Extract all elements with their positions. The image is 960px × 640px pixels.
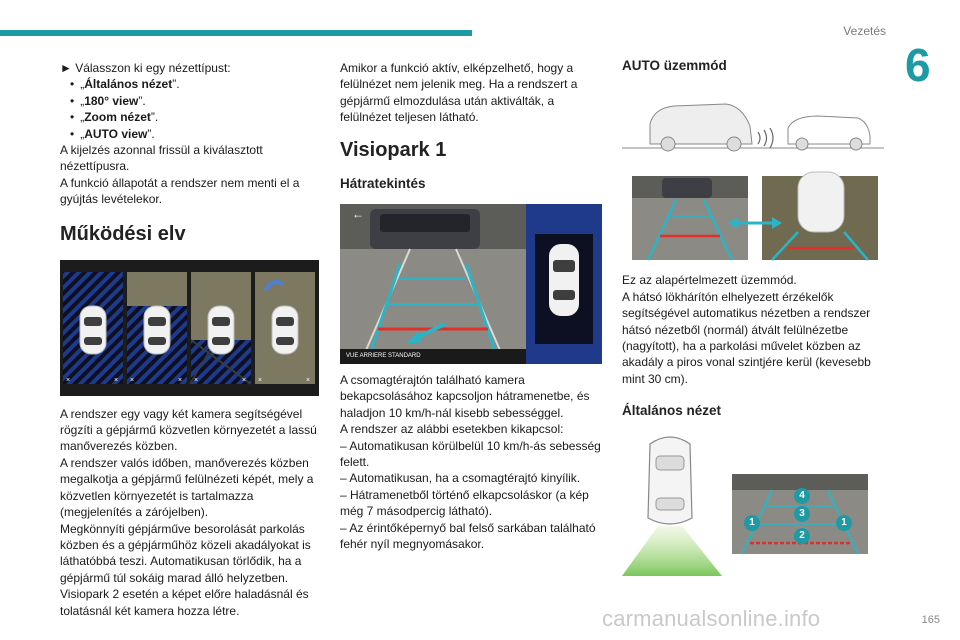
general-view-figure: 1 1 2 3 4 [622,426,884,576]
rear-camera-screen-figure: ← VUE ARRIERE STANDARD [340,204,602,365]
heading-altalanos-nezet: Általános nézet [622,403,722,419]
list-item: – Automatikusan, ha a csomagtérajtó kiny… [340,471,581,486]
marker-2: 2 [794,527,810,544]
chapter-number: 6 [905,39,931,91]
option-item: „Általános nézet”. [60,76,322,92]
auto-mode-figure [622,82,884,262]
header-accent-bar [0,30,472,36]
heading-mukodesi-elv: Működési elv [60,222,186,245]
svg-text:×: × [242,377,246,384]
paragraph: A rendszer valós időben, manőverezés köz… [60,455,314,520]
screen-view-label: VUE ARRIERE STANDARD [346,353,421,360]
paragraph: A hátsó lökhárítón elhelyezett érzékelők… [622,289,871,386]
view-select-intro: ► Válasszon ki egy nézettípust: [60,61,231,75]
svg-text:×: × [194,377,198,384]
heading-visiopark-1: Visiopark 1 [340,138,447,161]
heading-auto-uzemmod: AUTO üzemmód [622,58,727,73]
list-item: – Az érintőképernyő bal felső sarkában t… [340,520,596,552]
marker-1-right: 1 [836,514,852,531]
svg-text:×: × [130,377,134,384]
paragraph: A rendszer az alábbi esetekben kikapcsol… [340,422,564,437]
option-item: „AUTO view”. [60,126,322,142]
svg-text:←: ← [352,207,364,221]
watermark: carmanualsonline.info [602,606,821,631]
svg-text:×: × [178,377,182,384]
column-3: AUTO üzemmód Ez az alapértelmezet [622,58,884,576]
list-item: – Hátramenetből történő elkapcsoláskor (… [340,487,589,519]
svg-text:×: × [114,377,118,384]
page-number: 165 [921,614,940,626]
svg-text:×: × [258,377,262,384]
column-1: ► Válasszon ki egy nézettípust: „Általán… [60,60,322,619]
marker-3: 3 [794,505,810,522]
paragraph: Amikor a funkció aktív, elképzelhető, ho… [340,61,578,125]
paragraph: A funkció állapotát a rendszer nem menti… [60,175,300,207]
topview-sequence-figure: × × × × × × × × [60,259,319,396]
section-title: Vezetés [843,24,886,38]
paragraph: A csomagtérajtón található kamera bekapc… [340,373,590,420]
paragraph: Visiopark 2 esetén a képet előre haladás… [60,587,309,618]
paragraph: Ez az alapértelmezett üzemmód. [622,273,797,288]
svg-text:×: × [306,377,310,384]
option-item: „180° view”. [60,93,322,109]
paragraph: Megkönnyíti gépjárműve besorolását parko… [60,521,311,585]
marker-1-left: 1 [744,514,760,531]
paragraph: A rendszer egy vagy két kamera segítségé… [60,406,317,454]
option-item: „Zoom nézet”. [60,109,322,125]
heading-hatratekintes: Hátratekintés [340,175,426,191]
column-2: Amikor a funkció aktív, elképzelhető, ho… [340,60,604,553]
svg-text:×: × [66,377,70,384]
paragraph: A kijelzés azonnal frissül a kiválasztot… [60,143,263,174]
list-item: – Automatikusan körülbelül 10 km/h-ás se… [340,438,601,470]
marker-4: 4 [794,487,810,504]
